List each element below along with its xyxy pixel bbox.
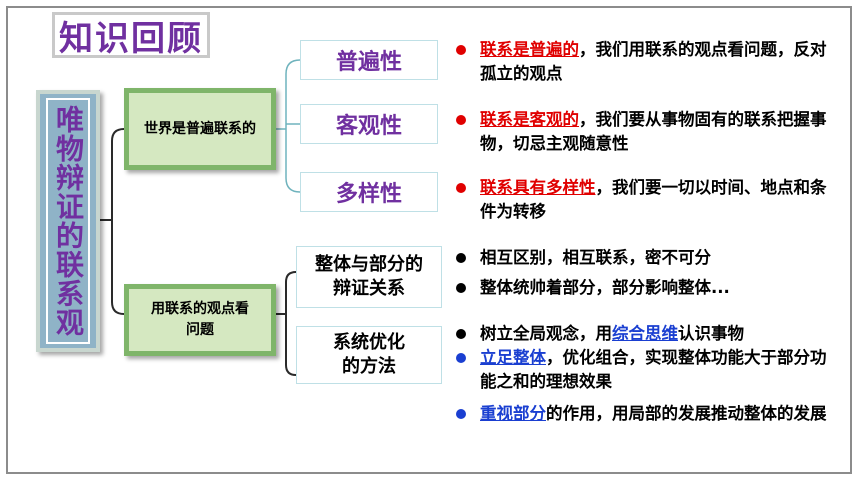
bullet-objective-text: ，我们要从事物固有的联系把握事物，切忌主观随意性	[480, 110, 827, 153]
method-system-label: 系统优化的方法	[333, 331, 405, 377]
black-bullet-icon	[456, 253, 466, 263]
red-bullet-icon	[456, 45, 466, 55]
highlight-objective: 联系是客观的	[480, 110, 579, 129]
prop-objectivity-label: 客观性	[335, 114, 402, 139]
prop-diversity: 多样性	[300, 172, 438, 212]
bullet-holistic: 树立全局观念，用综合思维认识事物	[452, 322, 842, 346]
bullet-value-parts: 重视部分的作用，用局部的发展推动整体的发展	[452, 402, 842, 426]
bullet-whole-part-1-text: 相互区别，相互联系，密不可分	[480, 248, 711, 267]
prop-diversity-label: 多样性	[335, 182, 402, 207]
bullet-whole-part-1: 相互区别，相互联系，密不可分	[452, 246, 842, 270]
prop-universality-label: 普遍性	[335, 50, 402, 75]
bullet-universal: 联系是普遍的，我们用联系的观点看问题，反对孤立的观点	[452, 38, 842, 86]
bullet-holistic-post: 认识事物	[678, 324, 744, 343]
bullet-holistic-pre: 树立全局观念，用	[480, 324, 612, 343]
prop-objectivity: 客观性	[300, 104, 438, 144]
page-title-text: 知识回顾	[59, 18, 203, 59]
bullet-focus-whole-text: ，优化组合，实现整体功能大于部分功能之和的理想效果	[480, 348, 827, 391]
branch-view-label: 用联系的观点看问题	[151, 301, 249, 338]
branch-view-problems: 用联系的观点看问题	[124, 284, 276, 356]
highlight-diversity: 联系具有多样性	[480, 178, 596, 197]
bullet-universal-text: ，我们用联系的观点看问题，反对孤立的观点	[480, 40, 827, 83]
bullet-objective: 联系是客观的，我们要从事物固有的联系把握事物，切忌主观随意性	[452, 108, 842, 156]
bullet-focus-whole: 立足整体，优化组合，实现整体功能大于部分功能之和的理想效果	[452, 346, 842, 394]
root-node-label: 唯物辩证的联系观	[52, 105, 85, 337]
method-whole-part-label: 整体与部分的辩证关系	[315, 253, 423, 299]
black-bullet-icon	[456, 283, 466, 293]
bullet-whole-part-2-text: 整体统帅着部分，部分影响整体...	[480, 278, 730, 297]
highlight-value-parts: 重视部分	[480, 404, 546, 423]
highlight-focus-whole: 立足整体	[480, 348, 546, 367]
highlight-universal: 联系是普遍的	[480, 40, 579, 59]
blue-bullet-icon	[456, 409, 466, 419]
branch-universal-label: 世界是普遍联系的	[144, 120, 256, 137]
bullet-whole-part-2: 整体统帅着部分，部分影响整体...	[452, 276, 842, 300]
root-node-inner: 唯物辩证的联系观	[46, 98, 90, 344]
red-bullet-icon	[456, 183, 466, 193]
black-bullet-icon	[456, 329, 466, 339]
bullet-diversity-text: ，我们要一切以时间、地点和条件为转移	[480, 178, 827, 221]
page-title: 知识回顾	[52, 12, 210, 59]
red-bullet-icon	[456, 115, 466, 125]
bullet-value-parts-text: 的作用，用局部的发展推动整体的发展	[546, 404, 827, 423]
slide-frame	[6, 6, 852, 474]
highlight-integrated-thinking: 综合思维	[612, 324, 678, 343]
bullet-diversity: 联系具有多样性，我们要一切以时间、地点和条件为转移	[452, 176, 842, 224]
branch-universal-connection: 世界是普遍联系的	[124, 88, 276, 170]
method-system-optimization: 系统优化的方法	[296, 326, 442, 384]
blue-bullet-icon	[456, 353, 466, 363]
prop-universality: 普遍性	[300, 40, 438, 80]
method-whole-part: 整体与部分的辩证关系	[296, 246, 442, 308]
root-node: 唯物辩证的联系观	[36, 90, 100, 352]
